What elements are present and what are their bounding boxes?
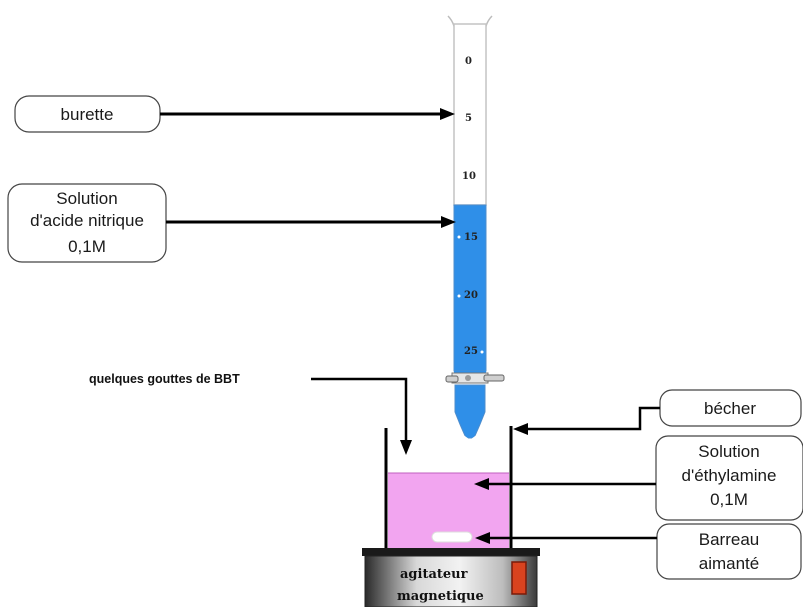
callout-base-line1: Solution — [698, 442, 759, 461]
burette-acid-solution — [453, 204, 487, 372]
callout-acid-line3: 0,1M — [68, 237, 106, 256]
burette-tick-5: 5 — [465, 113, 472, 124]
callout-bbt-text: quelques gouttes de BBT — [89, 372, 240, 386]
callout-base-line3: 0,1M — [710, 490, 748, 509]
callout-acid-solution: Solution d'acide nitrique 0,1M — [7, 183, 456, 263]
callout-acid-line2: d'acide nitrique — [30, 211, 144, 230]
callout-magnetic-bar: Barreau aimanté — [475, 523, 802, 580]
stirrer-top-plate — [362, 548, 540, 556]
stirrer-label-line2: magnetique — [397, 589, 484, 604]
burette-stopcock — [445, 372, 505, 384]
burette-tick-10: 10 — [462, 171, 476, 182]
stirrer-body — [364, 555, 538, 607]
magnetic-stirrer: agitateur magnetique — [362, 548, 540, 607]
callout-acid-line1: Solution — [56, 189, 117, 208]
callout-bar-line2: aimanté — [699, 554, 759, 573]
callout-bbt: quelques gouttes de BBT — [89, 372, 412, 455]
callout-base-solution: Solution d'éthylamine 0,1M — [474, 435, 803, 521]
stirrer-label-line1: agitateur — [400, 567, 468, 582]
burette-tick-20: 20 — [464, 290, 478, 301]
magnetic-stir-bar — [431, 531, 473, 543]
callout-base-line2: d'éthylamine — [682, 466, 777, 485]
callout-bar-line1: Barreau — [699, 530, 759, 549]
callout-becher: bécher — [513, 389, 802, 435]
callout-becher-text: bécher — [704, 399, 756, 418]
burette-tick-0: 0 — [465, 56, 472, 67]
burette: 0 5 10 15 20 25 — [445, 15, 505, 443]
stirrer-indicator-lamp — [511, 561, 527, 595]
burette-tick-15: 15 — [464, 232, 478, 243]
burette-tip — [454, 384, 486, 439]
callout-burette-text: burette — [61, 105, 114, 124]
callout-burette: burette — [14, 95, 455, 133]
burette-tick-25: 25 — [464, 346, 478, 357]
